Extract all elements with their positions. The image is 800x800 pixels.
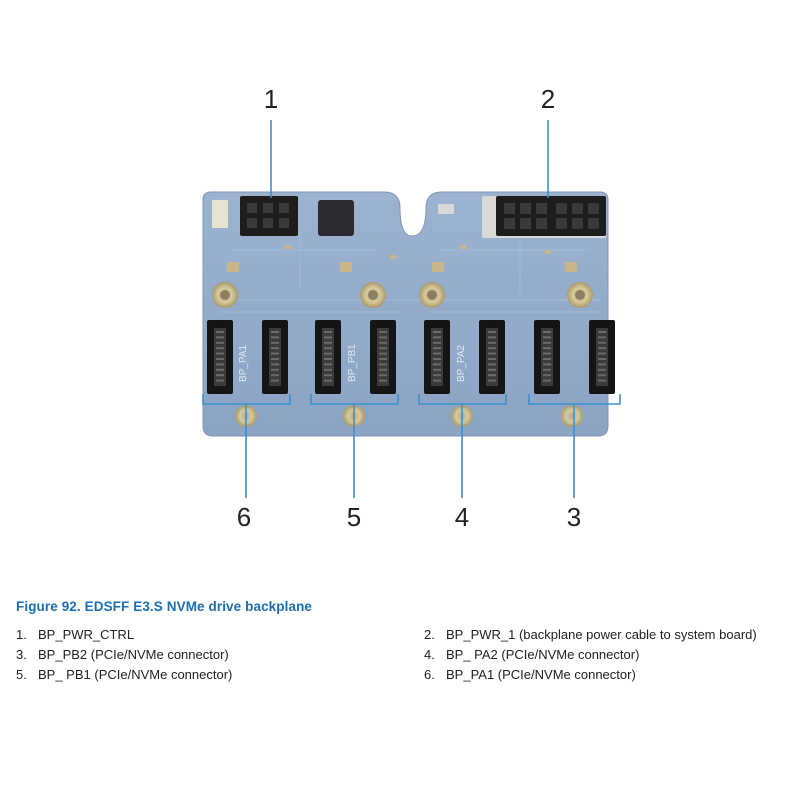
small-switch: [438, 204, 454, 214]
legend-text: BP_PA1 (PCIe/NVMe connector): [446, 667, 636, 682]
backplane-figure: BP_PA1 BP_PB1 BP_PA2 1 2 3 4 5 6: [202, 84, 621, 532]
legend-num: 1.: [16, 627, 27, 642]
surface-components: [227, 245, 577, 272]
callout-4: 4: [455, 502, 469, 532]
nvme-connector-slot: [479, 320, 505, 394]
silkscreen-bp-pa1: BP_PA1: [238, 345, 249, 382]
backplane-board: [202, 191, 609, 437]
callout-1: 1: [264, 84, 278, 114]
callout-3: 3: [567, 502, 581, 532]
legend-item-1: 1. BP_PWR_CTRL: [16, 627, 134, 642]
legend-item-2: 2. BP_PWR_1 (backplane power cable to sys…: [424, 627, 757, 642]
legend-num: 4.: [424, 647, 435, 662]
callout-lines: [202, 120, 621, 498]
ic-chip: [318, 200, 354, 236]
callout-5: 5: [347, 502, 361, 532]
silkscreen-bp-pa2: BP_PA2: [456, 345, 467, 382]
silkscreen-bp-pb1: BP_PB1: [347, 344, 358, 382]
legend-num: 6.: [424, 667, 435, 682]
legend-text: BP_ PA2 (PCIe/NVMe connector): [446, 647, 640, 662]
nvme-connector-slot: [370, 320, 396, 394]
legend-text: BP_PWR_CTRL: [38, 627, 135, 642]
legend-item-3: 3. BP_PB2 (PCIe/NVMe connector): [16, 647, 229, 662]
small-header: [212, 200, 228, 228]
board-traces: [220, 230, 600, 313]
legend-num: 2.: [424, 627, 435, 642]
legend-num: 5.: [16, 667, 27, 682]
legend-text: BP_ PB1 (PCIe/NVMe connector): [38, 667, 233, 682]
power-control-connector: [240, 196, 298, 236]
power-cable-connector: [482, 196, 606, 238]
nvme-connector-slot: [207, 320, 233, 394]
legend-item-5: 5. BP_ PB1 (PCIe/NVMe connector): [16, 667, 232, 682]
legend-item-6: 6. BP_PA1 (PCIe/NVMe connector): [424, 667, 636, 682]
legend-item-4: 4. BP_ PA2 (PCIe/NVMe connector): [424, 647, 639, 662]
nvme-connector-slot: [315, 320, 341, 394]
figure-caption: Figure 92. EDSFF E3.S NVMe drive backpla…: [16, 599, 313, 614]
callout-2: 2: [541, 84, 555, 114]
nvme-connector-slot: [534, 320, 560, 394]
nvme-connectors: [207, 320, 615, 394]
legend-text: BP_PB2 (PCIe/NVMe connector): [38, 647, 229, 662]
callout-6: 6: [237, 502, 251, 532]
legend-text: BP_PWR_1 (backplane power cable to syste…: [446, 627, 757, 642]
mounting-holes: [212, 282, 593, 427]
legend-num: 3.: [16, 647, 27, 662]
nvme-connector-slot: [262, 320, 288, 394]
nvme-connector-slot: [589, 320, 615, 394]
nvme-connector-slot: [424, 320, 450, 394]
